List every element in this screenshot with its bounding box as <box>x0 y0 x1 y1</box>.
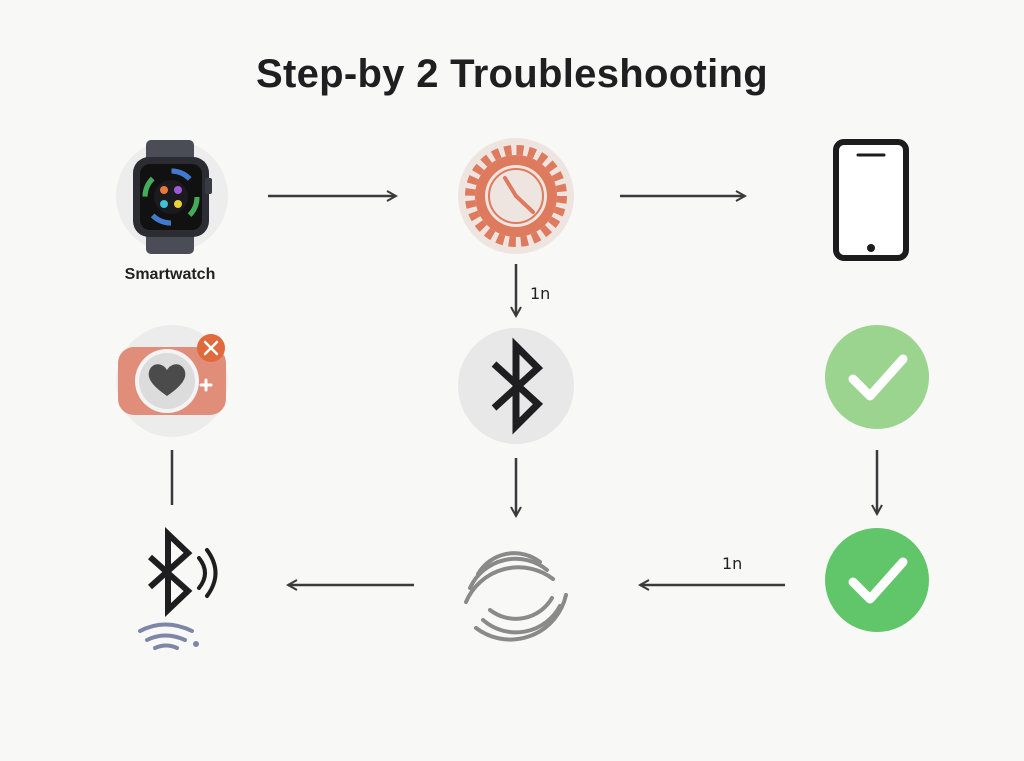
bluetooth-waves-icon <box>138 527 218 650</box>
check-bright-icon <box>825 528 929 632</box>
smartwatch-label: Smartwatch <box>124 266 216 283</box>
smartwatch-icon <box>116 140 228 254</box>
gear-clock-icon <box>458 138 574 254</box>
bluetooth-icon <box>458 328 574 444</box>
smartphone-icon <box>833 139 909 261</box>
arrow-note-2: 1n <box>722 554 743 573</box>
heart-app-icon <box>116 325 228 437</box>
sync-icon <box>464 551 568 642</box>
check-light-icon <box>825 325 929 429</box>
arrow-note-1: 1n <box>530 284 551 303</box>
page-title: Step-by 2 Troubleshooting <box>256 52 768 96</box>
